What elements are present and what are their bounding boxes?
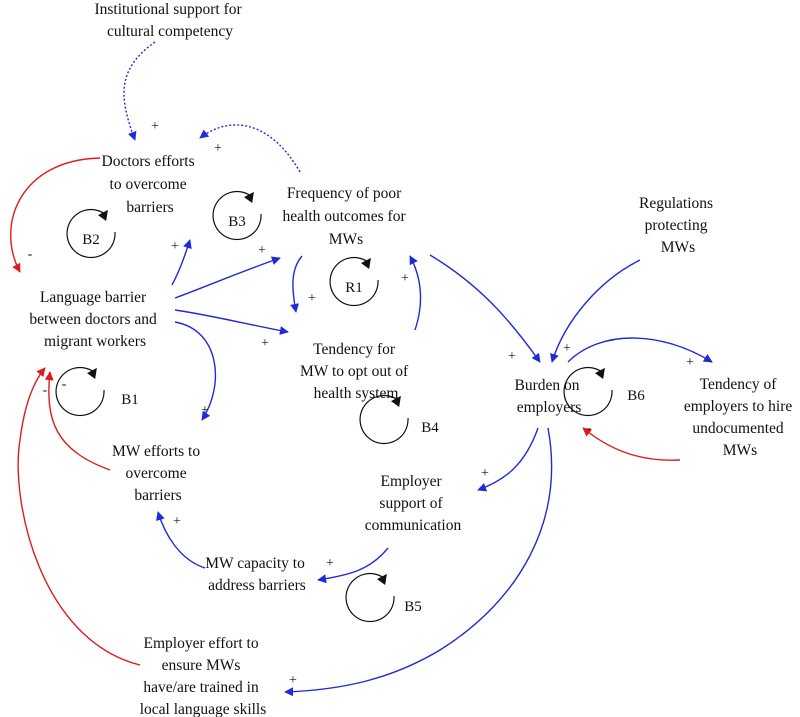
sign-mw-capacity-mw-efforts: + (173, 514, 181, 529)
loop-b4-circle (359, 394, 409, 445)
var-employer-effort: Employer effort to ensure MWs have/are t… (140, 635, 267, 717)
link-mw-capacity-to-mw-efforts (156, 511, 206, 569)
link-language-to-mw-efforts (174, 321, 216, 421)
sign-tendency-opt-frequency: + (401, 271, 409, 286)
link-language-to-tendency-opt (174, 309, 289, 335)
sign-employer-effort-language: - (62, 377, 67, 392)
var-frequency-poor-outcomes: Frequency of poor health outcomes for MW… (283, 185, 410, 248)
var-employer-support: Employer support of communication (365, 473, 462, 534)
var-mw-efforts: MW efforts to overcome barriers (112, 443, 204, 504)
loop-r1-circle (329, 256, 379, 307)
var-language-barrier: Language barrier between doctors and mig… (29, 289, 160, 350)
var-tendency-hire: Tendency of employers to hire undocument… (684, 376, 796, 459)
link-institutional-to-doctors (123, 41, 156, 141)
link-regulations-to-burden (550, 259, 641, 363)
link-employer-support-to-mw-capacity (317, 547, 389, 584)
sign-frequency-doctors: + (214, 141, 222, 156)
sign-frequency-tendency-opt: + (308, 291, 316, 306)
loop-b5-circle (345, 572, 395, 623)
link-frequency-to-burden (429, 254, 541, 363)
loop-b6-circle (563, 366, 613, 417)
sign-frequency-burden: + (508, 349, 516, 364)
sign-regulations-burden: + (563, 341, 571, 356)
sign-language-mw-efforts: + (201, 403, 209, 418)
loop-b4-label: B4 (421, 420, 439, 436)
sign-tendency-hire-burden: - (587, 421, 592, 436)
link-burden-to-tendency-hire (567, 337, 713, 363)
loop-b2-label: B2 (82, 232, 100, 248)
link-tendency-hire-to-burden (582, 427, 681, 461)
link-employer-effort-to-language (17, 367, 141, 666)
sign-burden-employer-effort: + (289, 673, 297, 688)
link-doctors-to-language (10, 157, 101, 273)
sign-language-tendency-opt: + (261, 336, 269, 351)
loop-b3-circle (212, 190, 262, 241)
loop-b1-circle (55, 366, 105, 417)
sign-burden-employer-support: + (481, 466, 489, 481)
loop-b5-label: B5 (404, 599, 422, 615)
link-language-to-doctors (171, 239, 192, 286)
sign-language-frequency: + (258, 243, 266, 258)
link-burden-to-employer-effort (284, 427, 553, 697)
loop-b2-circle (66, 208, 116, 259)
link-burden-to-employer-support (477, 427, 539, 492)
link-tendency-opt-to-frequency (409, 255, 422, 331)
link-frequency-to-tendency-opt (290, 255, 303, 313)
loop-b6-label: B6 (627, 388, 645, 404)
sign-mw-efforts-language: - (43, 383, 48, 398)
sign-doctors-language: - (28, 247, 33, 262)
link-language-to-frequency (174, 256, 281, 299)
var-institutional-support: Institutional support for cultural compe… (94, 1, 245, 40)
loop-r1-label: R1 (345, 280, 363, 296)
var-burden-on-employers: Burden on employers (515, 377, 584, 416)
link-mw-efforts-to-language (44, 371, 111, 471)
var-tendency-opt-out: Tendency for MW to opt out of health sys… (300, 341, 412, 402)
sign-institutional-doctors: + (151, 119, 159, 134)
var-mw-capacity: MW capacity to address barriers (205, 555, 308, 594)
sign-burden-tendency-hire: + (686, 355, 694, 370)
sign-employer-support-mw-capacity: + (326, 556, 334, 571)
var-doctors-efforts: Doctors efforts to overcome barriers (102, 153, 199, 216)
link-frequency-to-doctors (199, 124, 301, 173)
sign-language-doctors: + (171, 239, 179, 254)
loop-b3-label: B3 (228, 214, 246, 230)
var-regulations: Regulations protecting MWs (639, 195, 717, 256)
loop-b1-label: B1 (121, 392, 139, 408)
